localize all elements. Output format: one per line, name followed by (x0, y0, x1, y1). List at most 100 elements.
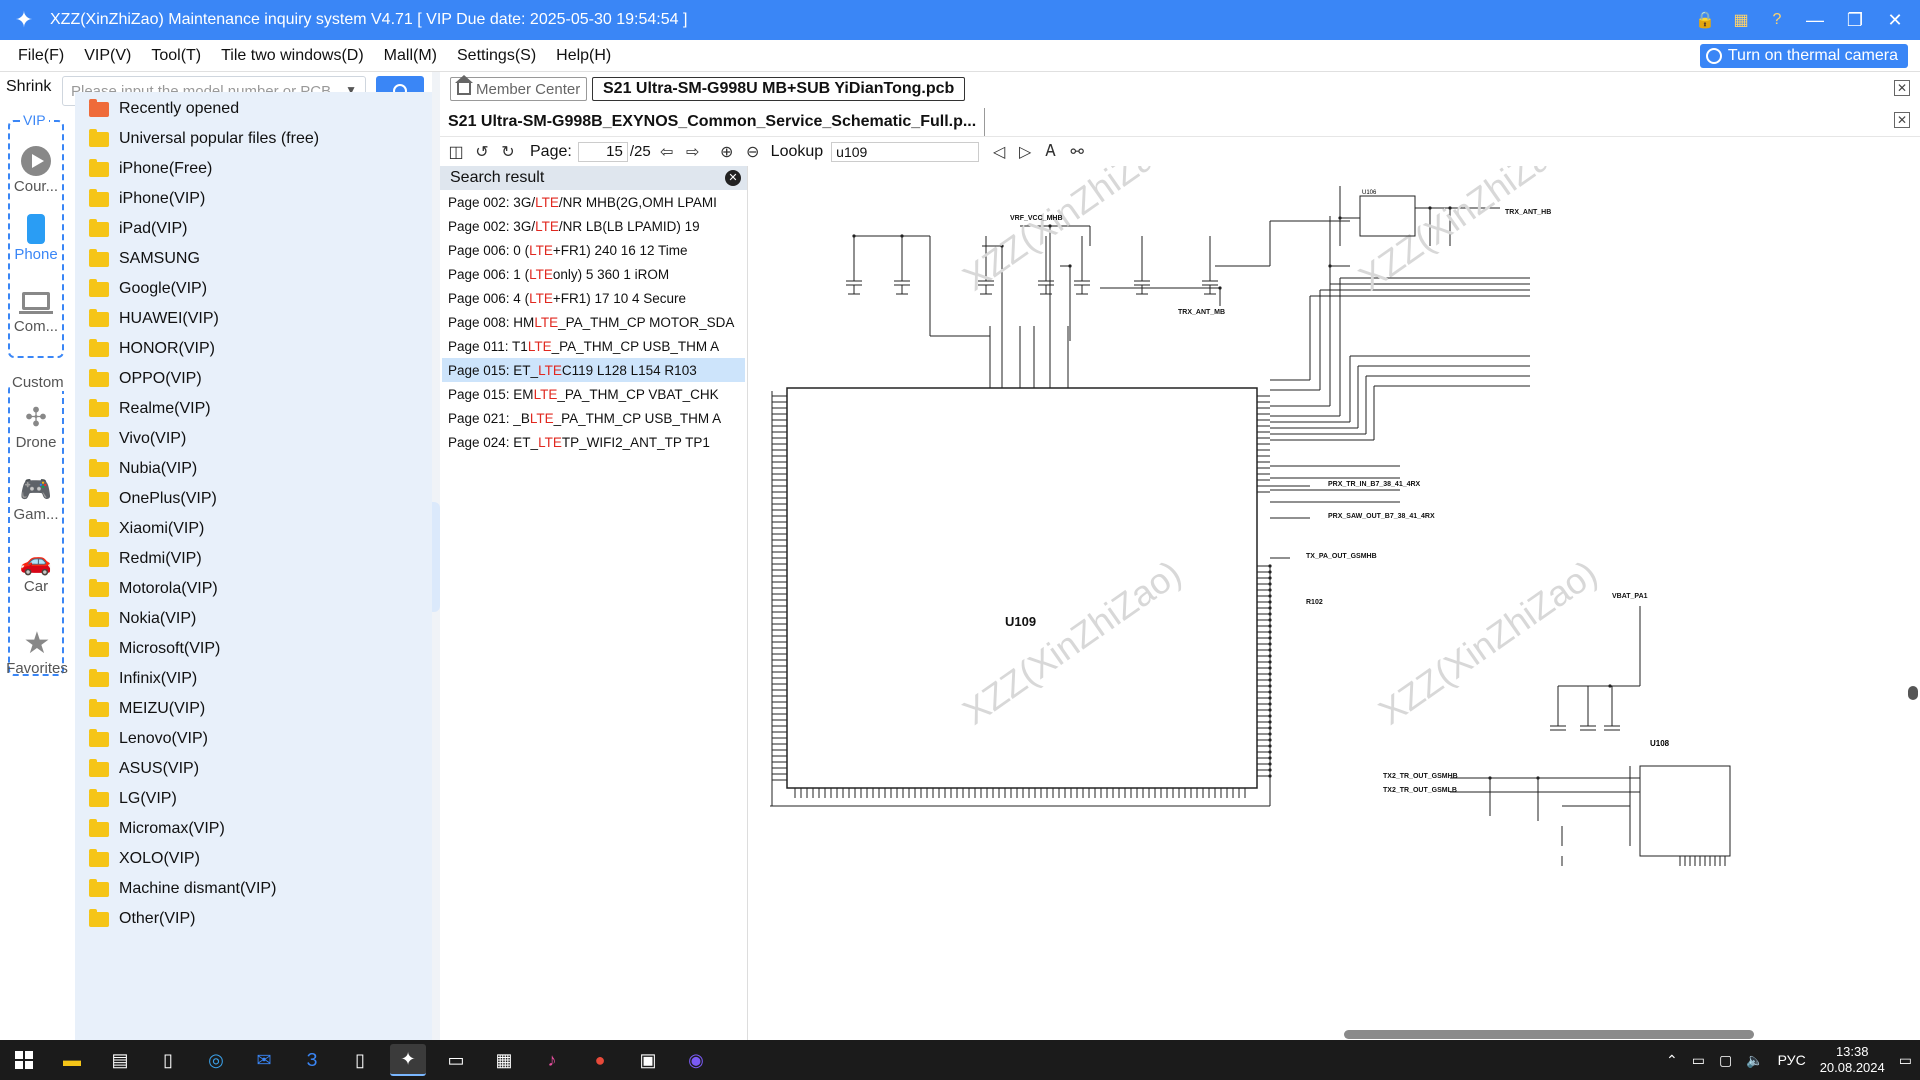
search-result-row[interactable]: Page 011: T1 LTE_PA_THM_CP USB_THM A (442, 334, 745, 358)
split-view-icon[interactable]: ◫ (448, 143, 464, 161)
tree-item[interactable]: OnePlus(VIP) (89, 484, 217, 514)
tree-item[interactable]: Google(VIP) (89, 274, 207, 304)
close-tab-icon[interactable]: ✕ (1894, 80, 1910, 96)
next-match-icon[interactable]: ▷ (1019, 143, 1032, 161)
nav-drone[interactable]: ✣ Drone (8, 402, 64, 452)
restore-button[interactable]: ❐ (1846, 9, 1864, 30)
menu-settings[interactable]: Settings(S) (457, 46, 537, 64)
start-button[interactable] (0, 1040, 48, 1080)
shrink-button[interactable]: Shrink (6, 78, 52, 95)
thermal-camera-button[interactable]: Turn on thermal camera (1699, 44, 1908, 68)
tree-item[interactable]: Nubia(VIP) (89, 454, 197, 484)
tree-item[interactable]: Lenovo(VIP) (89, 724, 208, 754)
tree-item[interactable]: Machine dismant(VIP) (89, 874, 276, 904)
tree-item[interactable]: HONOR(VIP) (89, 334, 215, 364)
search-result-row[interactable]: Page 015: ET_LTE C119 L128 L154 R103 (442, 358, 745, 382)
find-all-icon[interactable]: ⚯ (1070, 143, 1084, 161)
lookup-input[interactable]: u109 (831, 141, 980, 162)
tree-item[interactable]: Microsoft(VIP) (89, 634, 220, 664)
notepad-icon[interactable]: ▯ (163, 1049, 173, 1070)
close-schematic-icon[interactable]: ✕ (1894, 112, 1910, 128)
minimize-button[interactable]: — (1806, 9, 1824, 30)
rotate-left-icon[interactable]: ↺ (475, 143, 489, 161)
close-button[interactable]: ✕ (1887, 9, 1903, 30)
tree-item[interactable]: iPhone(VIP) (89, 184, 205, 214)
prev-match-icon[interactable]: ◁ (993, 143, 1006, 161)
tree-item[interactable]: Other(VIP) (89, 904, 195, 934)
printer-icon[interactable]: ▣ (639, 1049, 657, 1070)
nav-course[interactable]: Cour... (8, 146, 64, 195)
store-icon[interactable]: ▤ (111, 1049, 129, 1070)
chrome-icon[interactable]: ● (594, 1049, 606, 1070)
schematic-file-tab[interactable]: S21 Ultra-SM-G998B_EXYNOS_Common_Service… (448, 108, 986, 136)
nav-phone[interactable]: Phone (8, 214, 64, 263)
member-center-tab[interactable]: Member Center (450, 75, 588, 101)
tree-item[interactable]: Redmi(VIP) (89, 544, 202, 574)
search-result-row[interactable]: Page 024: ET_LTE TP_WIFI2_ANT_TP TP1 (442, 430, 745, 454)
zoom-in-icon[interactable]: ⊕ (719, 143, 734, 161)
tree-item[interactable]: ASUS(VIP) (89, 754, 199, 784)
tree-item[interactable]: XOLO(VIP) (89, 844, 200, 874)
search-result-row[interactable]: Page 006: 1 (LTE only) 5 360 1 iROM (442, 262, 745, 286)
app-3-icon[interactable]: З (306, 1049, 318, 1070)
horizontal-scroll-thumb[interactable] (1344, 1030, 1754, 1039)
tree-item[interactable]: iPhone(Free) (89, 154, 212, 184)
schematic-canvas[interactable]: XZZ(XinZhiZao) XZZ(XinZhiZao) XZZ(XinZhi… (750, 166, 1920, 1040)
lock-icon[interactable]: 🔒 (1695, 12, 1715, 29)
tree-item[interactable]: iPad(VIP) (89, 214, 187, 244)
tree-item[interactable]: Xiaomi(VIP) (89, 514, 204, 544)
menu-tool[interactable]: Tool(T) (151, 46, 202, 64)
tree-item[interactable]: LG(VIP) (89, 784, 177, 814)
search-result-row[interactable]: Page 015: EM LTE_PA_THM_CP VBAT_CHK (442, 382, 745, 406)
pane-splitter[interactable] (432, 72, 440, 1040)
volume-icon[interactable]: 🔈 (1746, 1051, 1764, 1068)
music-icon[interactable]: ♪ (547, 1049, 557, 1070)
tree-item[interactable]: Realme(VIP) (89, 394, 211, 424)
edge-icon[interactable]: ◎ (208, 1049, 224, 1070)
zoom-out-icon[interactable]: ⊖ (745, 143, 760, 161)
search-result-row[interactable]: Page 021: _B LTE_PA_THM_CP USB_THM A (442, 406, 745, 430)
tree-item[interactable]: SAMSUNG (89, 244, 200, 274)
vertical-scroll-thumb[interactable] (1908, 686, 1918, 700)
folder-app-icon[interactable]: ▭ (447, 1049, 465, 1070)
network-icon[interactable]: ▢ (1718, 1051, 1733, 1068)
chevron-down-icon[interactable]: ▼ (345, 83, 357, 97)
explorer-icon[interactable]: ▬ (63, 1049, 81, 1070)
tree-item[interactable]: Recently opened (89, 94, 239, 124)
calendar-icon[interactable]: ▦ (1733, 12, 1749, 29)
collapse-handle[interactable] (432, 502, 440, 612)
mail-icon[interactable]: ✉ (256, 1049, 272, 1070)
match-case-icon[interactable]: Ꭺ (1045, 142, 1057, 160)
nav-car[interactable]: 🚗 Car (8, 546, 64, 596)
menu-file[interactable]: File(F) (18, 46, 65, 64)
rotate-right-icon[interactable]: ↻ (501, 143, 515, 161)
nav-computer[interactable]: Com... (8, 286, 64, 335)
horizontal-scrollbar[interactable] (752, 1028, 1908, 1040)
tree-item[interactable]: OPPO(VIP) (89, 364, 202, 394)
search-result-row[interactable]: Page 006: 0 (LTE+FR1) 240 16 12 Time (442, 238, 745, 262)
clock[interactable]: 13:38 20.08.2024 (1820, 1044, 1885, 1076)
tree-item[interactable]: Vivo(VIP) (89, 424, 186, 454)
pcb-file-tab[interactable]: S21 Ultra-SM-G998U MB+SUB YiDianTong.pcb (592, 77, 966, 101)
tree-item[interactable]: HUAWEI(VIP) (89, 304, 219, 334)
document-icon[interactable]: ▯ (355, 1049, 365, 1070)
menu-mall[interactable]: Mall(M) (383, 46, 437, 64)
search-result-row[interactable]: Page 006: 4 (LTE+FR1) 17 10 4 Secure (442, 286, 745, 310)
search-result-row[interactable]: Page 002: 3G/LTE/NR LB(LB LPAMID) 19 (442, 214, 745, 238)
webcam-icon[interactable]: ▭ (1691, 1051, 1705, 1068)
language-indicator[interactable]: РУС (1777, 1052, 1806, 1068)
menu-vip[interactable]: VIP(V) (84, 46, 132, 64)
calculator-icon[interactable]: ▦ (495, 1049, 513, 1070)
next-page-icon[interactable]: ⇨ (685, 143, 700, 161)
vertical-scrollbar[interactable] (1906, 166, 1920, 1040)
tree-item[interactable]: MEIZU(VIP) (89, 694, 205, 724)
page-number-input[interactable]: 15 (577, 141, 628, 162)
search-result-row[interactable]: Page 002: 3G/LTE/NR MHB(2G,OMH LPAMI (442, 190, 745, 214)
xzz-app-icon[interactable]: ✦ (390, 1044, 426, 1076)
nav-favorites[interactable]: ★ Favorites (4, 627, 70, 678)
nav-game[interactable]: 🎮 Gam... (8, 474, 64, 524)
close-results-icon[interactable]: ✕ (725, 170, 741, 186)
tree-item[interactable]: Universal popular files (free) (89, 124, 319, 154)
tree-item[interactable]: Micromax(VIP) (89, 814, 225, 844)
tree-item[interactable]: Motorola(VIP) (89, 574, 218, 604)
